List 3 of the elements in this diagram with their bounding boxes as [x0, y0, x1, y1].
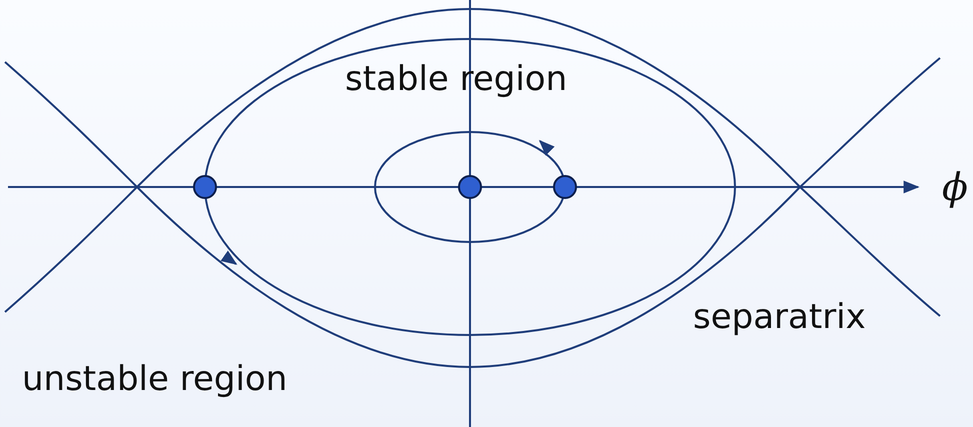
region-label: unstable region [22, 362, 288, 396]
axis-label: ϕ [942, 168, 968, 206]
curve-label: separatrix [693, 300, 866, 334]
